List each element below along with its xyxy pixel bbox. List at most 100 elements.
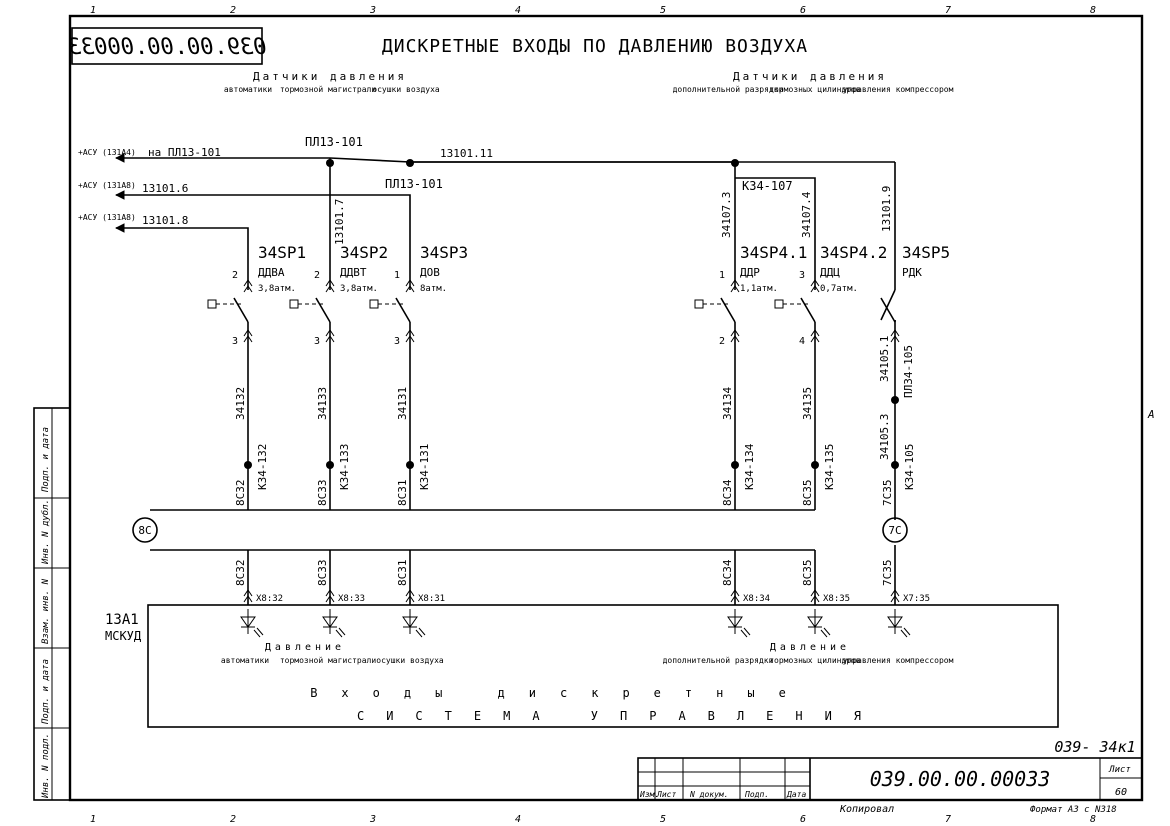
svg-text:тормозных цилиндров: тормозных цилиндров: [769, 656, 861, 665]
bus-label-lower: 8С33: [316, 560, 329, 587]
format-label: Формат А3 с N318: [1030, 805, 1117, 815]
bus-label: 7С35: [881, 480, 894, 507]
input-arrow: [405, 589, 415, 603]
left-strip: Подп. и дата Инв. N дубл. Взам. инв. N П…: [33, 407, 71, 801]
svg-text:осушки воздуха: осушки воздуха: [376, 656, 444, 665]
bus-label: 8С34: [721, 479, 734, 506]
actuator-box: [207, 299, 217, 309]
led-input-icon: [887, 609, 911, 638]
input-terminal: Х8:35: [823, 594, 850, 604]
input-terminal: Х8:33: [338, 594, 365, 604]
device-name: ДОВ: [420, 266, 440, 279]
terminal-label: К34-133: [338, 444, 351, 490]
device-name: ДДР: [740, 266, 760, 279]
sensor-group-right-sub: дополнительной разрядки тормозных цилинд…: [673, 85, 954, 94]
actuator-box: [289, 299, 299, 309]
device-id: 34SP1: [258, 243, 306, 262]
pressure-arrow: [325, 279, 335, 293]
input-arrows: +АСУ (131А4) на ПЛ13-101 +АСУ (131А8) 13…: [78, 146, 221, 233]
node-k34-107: К34-107: [742, 179, 793, 193]
svg-text:осушки воздуха: осушки воздуха: [372, 85, 440, 94]
column-number-bottom: 8: [1090, 814, 1096, 825]
node-pl13-bot: ПЛ13-101: [385, 177, 443, 191]
column-number: 6: [800, 5, 806, 16]
contact-arrow: [890, 329, 900, 343]
svg-text:34107.4: 34107.4: [800, 191, 813, 238]
bus-label-lower: 8С31: [396, 560, 409, 587]
input-wire-2: 13101.6: [142, 182, 188, 195]
terminal-label: К34-134: [743, 443, 756, 490]
svg-text:Подп. и дата: Подп. и дата: [41, 659, 51, 725]
input-label-3: +АСУ (131А8): [78, 213, 136, 222]
svg-text:тормозной магистрали: тормозной магистрали: [280, 656, 377, 665]
wire-label: 34131: [396, 387, 409, 420]
svg-text:тормозных цилиндров: тормозных цилиндров: [769, 85, 861, 94]
actuator-box: [369, 299, 379, 309]
wiring: [140, 157, 896, 605]
contact-arrow: [730, 329, 740, 343]
stamp-header: Изм.: [639, 790, 659, 799]
stamp-number-mirrored: 039.00.00.00033: [68, 35, 267, 60]
wire-label: 34132: [234, 387, 247, 420]
device-id: 34SP3: [420, 243, 468, 262]
input-arrow: [810, 589, 820, 603]
led-input-icon: [322, 609, 346, 638]
input-terminal: Х8:31: [418, 594, 445, 604]
device-34sp4-1: 34SP4.1ДДР1,1атм.1234134К34-1348С348С34Х…: [694, 243, 807, 638]
pin-top: 1: [719, 270, 725, 281]
switch-contact: [233, 272, 249, 323]
node-pl34-105: ПЛ34-105: [902, 345, 915, 398]
contact-arrow: [325, 329, 335, 343]
sensor-group-left-title: Датчики давления: [253, 70, 407, 83]
input-label-2: +АСУ (131А8): [78, 181, 136, 190]
pressure-arrow: [243, 279, 253, 293]
switch-contact: [315, 272, 331, 323]
column-number-bottom: 3: [369, 814, 376, 825]
device-id: 34SP5: [902, 243, 950, 262]
pressure-arrow: [405, 279, 415, 293]
svg-text:дополнительной разрядки: дополнительной разрядки: [673, 85, 784, 94]
devices: 34SP1ДДВА3,8атм.2334132К34-1328С328С32Х8…: [207, 243, 950, 638]
column-number: 5: [660, 5, 666, 16]
wire-label: 34135: [801, 387, 814, 420]
device-setting: 3,8атм.: [258, 284, 296, 294]
terminal-label: К34-132: [256, 444, 269, 490]
device-id: 34SP4.2: [820, 243, 887, 262]
svg-text:Взам. инв. N: Взам. инв. N: [41, 578, 51, 644]
bus-label: 8С35: [801, 480, 814, 507]
bus-label: 8С32: [234, 480, 247, 507]
column-number-bottom: 7: [945, 814, 951, 825]
bus-label-lower: 8С32: [234, 560, 247, 587]
pin-bottom: 2: [719, 336, 725, 347]
pin-bottom: 4: [799, 336, 805, 347]
bus-label: 8С33: [316, 480, 329, 507]
actuator-box: [774, 299, 784, 309]
led-input-icon: [402, 609, 426, 638]
column-number-bottom: 5: [660, 814, 666, 825]
svg-text:Подп. и дата: Подп. и дата: [41, 427, 51, 493]
device-name: РДК: [902, 266, 922, 279]
switch-contact: [720, 272, 736, 323]
cable-8c-marker: [132, 517, 158, 543]
column-number-bottom: 4: [515, 814, 521, 825]
cable-7c-marker: [882, 517, 908, 543]
svg-text:34105.3: 34105.3: [878, 414, 891, 460]
vertical-wire-labels: 13101.7 34107.3 34107.4 13101.9 34105.1 …: [333, 186, 915, 460]
device-setting: 3,8атм.: [340, 284, 378, 294]
svg-text:13101.7: 13101.7: [333, 199, 346, 245]
device-34sp1: 34SP1ДДВА3,8атм.2334132К34-1328С328С32Х8…: [207, 243, 306, 638]
device-34sp2: 34SP2ДДВТ3,8атм.2334133К34-1338С338С33Х8…: [289, 243, 388, 638]
column-number: 8: [1090, 5, 1096, 16]
unit-id: 13А1: [105, 612, 139, 628]
switch-contact-2: [880, 289, 896, 322]
unit-right-title: Давление: [770, 642, 850, 653]
pin-top: 3: [799, 270, 805, 281]
switch-contact: [880, 260, 896, 323]
terminal-label: К34-131: [418, 444, 431, 490]
svg-text:управления компрессором: управления компрессором: [843, 85, 954, 94]
stamp-header: N докум.: [689, 790, 729, 799]
copied-label: Копировал: [839, 804, 894, 815]
sheet-code: 039- 34к1: [1054, 738, 1135, 756]
